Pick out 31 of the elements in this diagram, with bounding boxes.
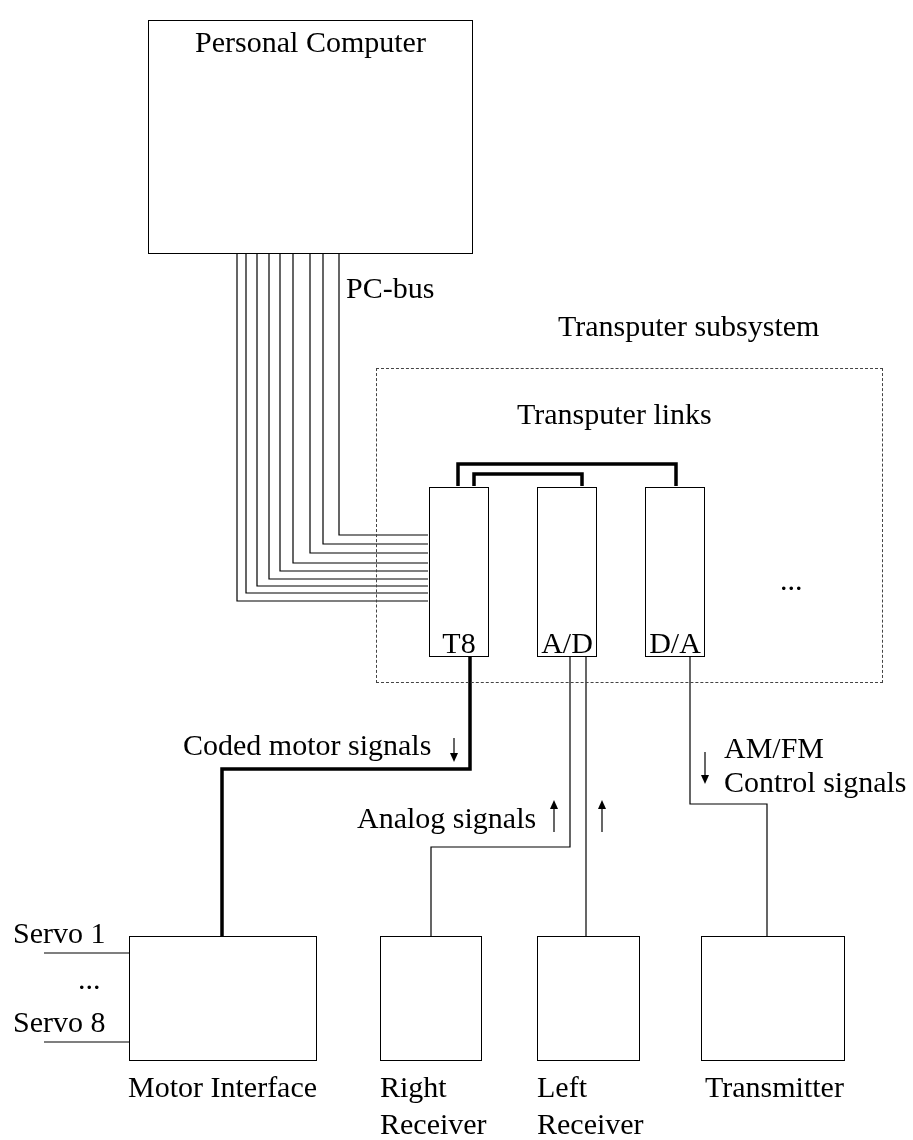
- block-label: Personal Computer: [194, 24, 427, 60]
- text-label: ...: [78, 962, 101, 996]
- edge-label: AM/FM Control signals: [724, 731, 907, 799]
- block-label: T8: [441, 625, 477, 661]
- connector-line: [430, 655, 571, 937]
- edge-label: Coded motor signals: [183, 728, 432, 762]
- block-box: [537, 487, 597, 657]
- thick-connector: [456, 462, 678, 486]
- block-label: Motor Interface: [128, 1069, 318, 1105]
- edge-label: Analog signals: [357, 801, 537, 835]
- connector-line: [43, 1041, 130, 1043]
- block-label: A/D: [540, 625, 594, 661]
- edge-label: Transputer links: [517, 397, 712, 431]
- block-label: Transmitter: [705, 1069, 844, 1105]
- block-label: Left Receiver: [537, 1069, 645, 1140]
- block-box: [429, 487, 489, 657]
- text-label: Servo 8: [13, 1005, 106, 1039]
- block-box: [645, 487, 705, 657]
- thick-connector: [472, 472, 584, 486]
- group-heading: Transputer subsystem: [558, 308, 820, 344]
- thick-connector: [220, 656, 472, 936]
- connector-line: [338, 253, 429, 536]
- block-label: D/A: [648, 625, 702, 661]
- block-label: Right Receiver: [380, 1069, 488, 1140]
- connector-line: [689, 655, 768, 937]
- edge-label: PC-bus: [346, 271, 435, 305]
- block-box: [148, 20, 473, 254]
- connector-line: [43, 952, 130, 954]
- connector-line: [585, 655, 587, 937]
- text-label: ...: [780, 563, 803, 597]
- text-label: Servo 1: [13, 916, 106, 950]
